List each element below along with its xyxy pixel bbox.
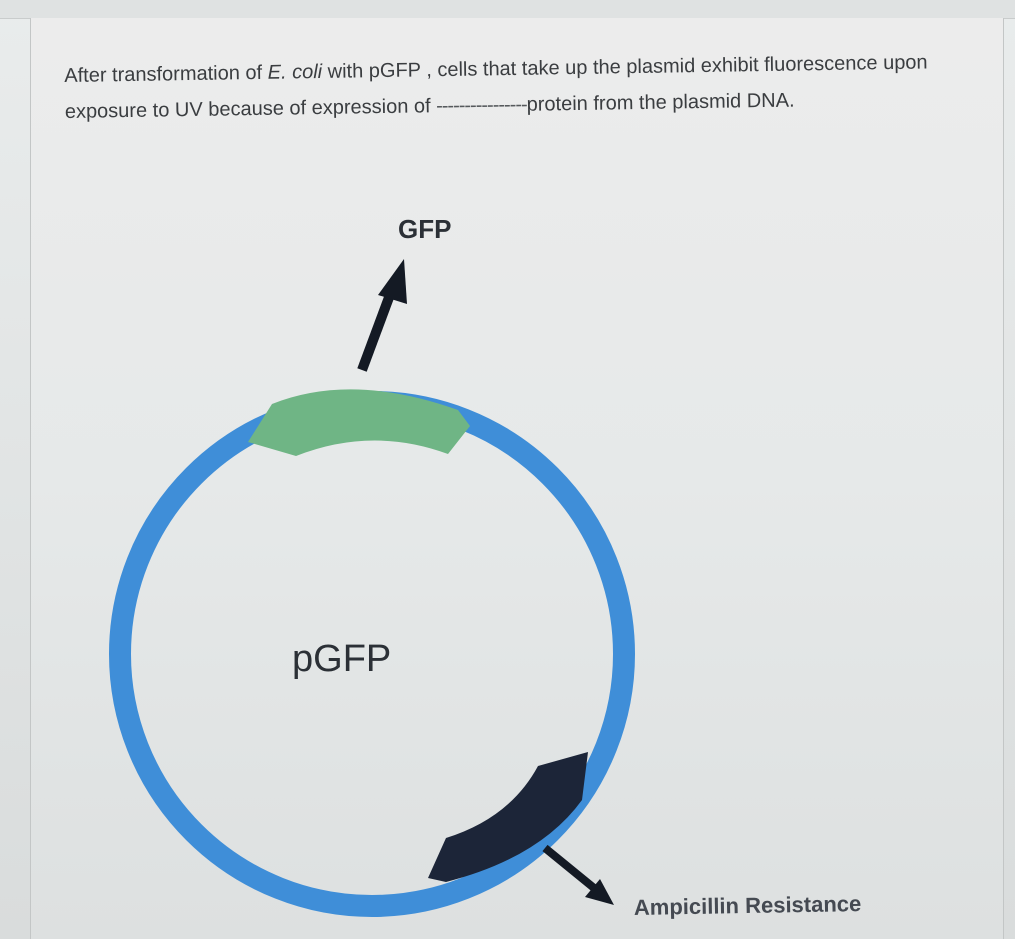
ampicillin-resistance-label: Ampicillin Resistance [634,891,862,920]
gfp-label: GFP [398,214,451,244]
plasmid-name-label: pGFP [292,638,391,680]
amp-gene-segment [428,752,588,882]
gfp-arrow-shaft [357,290,396,372]
gfp-gene-segment [248,389,470,456]
amp-arrow-shaft [542,844,597,892]
gfp-arrow-head [378,259,407,304]
amp-arrow-head [585,879,614,905]
